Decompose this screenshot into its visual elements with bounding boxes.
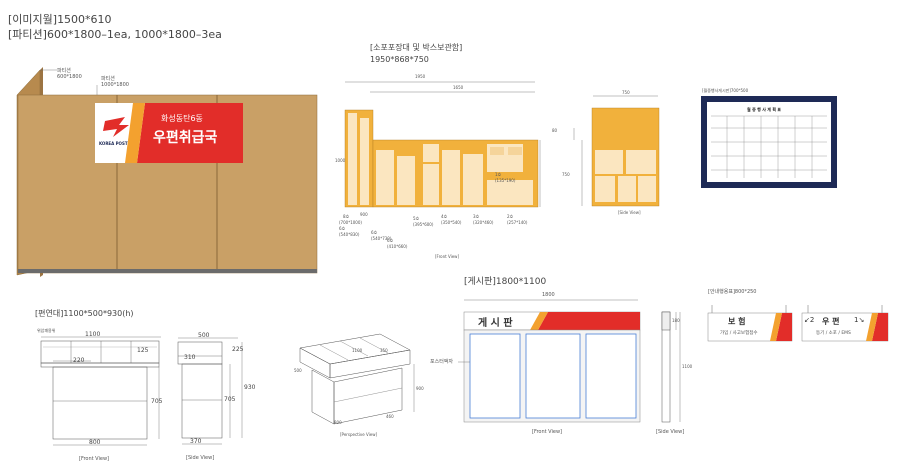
desk-side-view: 500 225 310 930 705 370 [Side View] xyxy=(168,330,258,466)
sign-graphic xyxy=(103,103,243,163)
sign-postal-sub: 등기 / 소포 / EMS xyxy=(816,331,851,336)
desk-side-dim-500: 500 xyxy=(198,332,210,339)
board-front-view-label: [Front View] xyxy=(532,429,563,435)
partition-title: [파티션]600*1800–1ea, 1000*1800–3ea xyxy=(8,28,222,41)
counter-side-view: 750 80 750 [Side View] xyxy=(548,88,673,218)
calendar-board: 월 중 행 사 계 획 표 xyxy=(701,96,837,188)
box-6-label: 6호 xyxy=(387,238,394,243)
board-side-view-label: [Side View] xyxy=(656,429,685,435)
board-panel-text: 게 시 판 xyxy=(478,318,513,329)
desk-dim-705: 705 xyxy=(151,398,163,405)
desk-dim-220: 220 xyxy=(73,357,85,364)
side-750-dim: 750 xyxy=(562,172,570,177)
counter-side-view-label: [Side View] xyxy=(618,210,641,215)
desk-front-view-label: [Front View] xyxy=(79,456,110,462)
desk-perspective-view-label: [Perspective View] xyxy=(340,432,378,437)
box-2-size: (257*140) xyxy=(507,220,528,225)
persp-dim-460: 460 xyxy=(386,414,394,419)
persp-dim-350: 350 xyxy=(380,348,388,353)
partition-label-2: 파티션 xyxy=(101,76,115,82)
box-1-size: (135*190) xyxy=(495,178,516,183)
post-office-sign: KOREA POST 화성동탄6동 우편취급국 xyxy=(95,103,243,163)
box-8-size: (540*830) xyxy=(339,232,360,237)
partition-size-2: 1000*1800 xyxy=(101,82,129,88)
desk-perspective-view: 1100 350 500 900 800 460 [Perspective Vi… xyxy=(290,328,430,440)
box-9-label: 8호 xyxy=(343,214,350,219)
dim-overall: 1950 xyxy=(415,74,426,79)
sign-postal-svg xyxy=(801,305,889,342)
dim-upper: 1650 xyxy=(453,85,464,90)
board-poster-frame-label: 포스터액자 xyxy=(430,359,454,365)
counter-size: 1950*868*750 xyxy=(370,55,429,64)
desk-title: [편연대]1100*500*930(h) xyxy=(35,309,134,318)
box-6-size: (410*660) xyxy=(387,244,408,249)
sign-postal: ↙2 우 편 1↘ 등기 / 소포 / EMS xyxy=(800,305,892,345)
dim-height: 1000 xyxy=(335,158,346,163)
board-svg xyxy=(458,299,681,423)
counter-front-svg xyxy=(344,81,541,208)
box-5-label: 5호 xyxy=(413,216,420,221)
desk-side-dim-705: 705 xyxy=(224,396,236,403)
box-7-label: 6호 xyxy=(371,230,378,235)
sign-insurance-title: 보 험 xyxy=(728,317,746,326)
desk-front-view: 위압쾌용위 1100 220 125 705 800 [Front View] xyxy=(33,325,173,467)
side-80-dim: 80 xyxy=(552,128,558,133)
calendar-title: [월중행사게시판]700*500 xyxy=(702,88,749,93)
box-5-size: (395*600) xyxy=(413,222,434,227)
box-7-size: (540*730) xyxy=(371,236,392,241)
desk-perspective-svg xyxy=(299,333,415,425)
board-height-dim: 1100 xyxy=(682,364,693,369)
counter-title: [소포포장대 및 박스보관함] xyxy=(370,43,463,52)
sign-line2: 우편취급국 xyxy=(153,130,218,146)
calendar-heading: 월 중 행 사 계 획 표 xyxy=(747,107,782,112)
calendar-grid-svg xyxy=(707,102,831,182)
desk-side-dim-930: 930 xyxy=(244,384,256,391)
sign-postal-title: 우 편 xyxy=(822,317,840,326)
persp-dim-800: 800 xyxy=(334,420,342,425)
box-1-label: 1호 xyxy=(495,172,502,177)
box-9-size: (700*1000) xyxy=(339,220,362,225)
partition-wall: 파티션 600*1800 파티션 1000*1800 KOREA POST 화성… xyxy=(16,65,318,277)
box-2-label: 2호 xyxy=(507,214,514,219)
dim-900: 900 xyxy=(360,212,368,217)
board-title: [게시판]1800*1100 xyxy=(464,277,547,287)
counter-side-svg xyxy=(573,95,660,207)
image-wall-title: [이미지월]1500*610 xyxy=(8,13,112,26)
desk-front-svg xyxy=(40,336,161,446)
box-3-size: (320*460) xyxy=(473,220,494,225)
sign-insurance-svg xyxy=(707,305,793,342)
partition-label-1: 파티션 xyxy=(57,68,71,74)
partition-size-1: 600*1800 xyxy=(57,74,82,80)
desk-side-dim-310: 310 xyxy=(184,354,196,361)
desk-dim-125: 125 xyxy=(137,347,149,354)
sign-line1: 화성동탄6동 xyxy=(161,114,203,123)
sign-insurance-sub: 가입 / 사고보험접수 xyxy=(720,331,758,336)
persp-dim-1100: 1100 xyxy=(352,348,363,353)
box-4-label: 4호 xyxy=(441,214,448,219)
desk-side-dim-370: 370 xyxy=(190,438,202,445)
sign-postal-arrow-left: ↙2 xyxy=(804,316,815,324)
signs-title: [안내행용표]800*250 xyxy=(708,289,757,295)
desk-dim-800: 800 xyxy=(89,439,101,446)
board-180-dim: 180 xyxy=(672,318,680,323)
sign-insurance: 보 험 가입 / 사고보험접수 xyxy=(706,305,796,345)
counter-front-view: 1950 1650 1000 900 1호 (135*190) 2호 (257*… xyxy=(335,72,550,262)
board-front-view: 1800 게 시 판 포스터액자 1100 180 [Front View] [… xyxy=(430,290,700,450)
desk-side-svg xyxy=(177,337,243,445)
box-8-label: 6호 xyxy=(339,226,346,231)
sign-brand: KOREA POST xyxy=(99,141,128,146)
persp-dim-900: 900 xyxy=(416,386,424,391)
partition-wall-svg xyxy=(16,67,318,277)
desk-side-dim-225: 225 xyxy=(232,346,244,353)
desk-top-label: 위압쾌용위 xyxy=(37,328,56,333)
desk-dim-1100: 1100 xyxy=(85,331,101,338)
sign-postal-arrow-right: 1↘ xyxy=(854,316,865,324)
counter-front-view-label: [Front View] xyxy=(435,254,460,259)
side-width-dim: 750 xyxy=(622,90,630,95)
box-3-label: 3호 xyxy=(473,214,480,219)
board-width-dim: 1800 xyxy=(542,292,555,298)
desk-side-view-label: [Side View] xyxy=(186,455,215,461)
persp-dim-500: 500 xyxy=(294,368,302,373)
box-4-size: (350*540) xyxy=(441,220,462,225)
